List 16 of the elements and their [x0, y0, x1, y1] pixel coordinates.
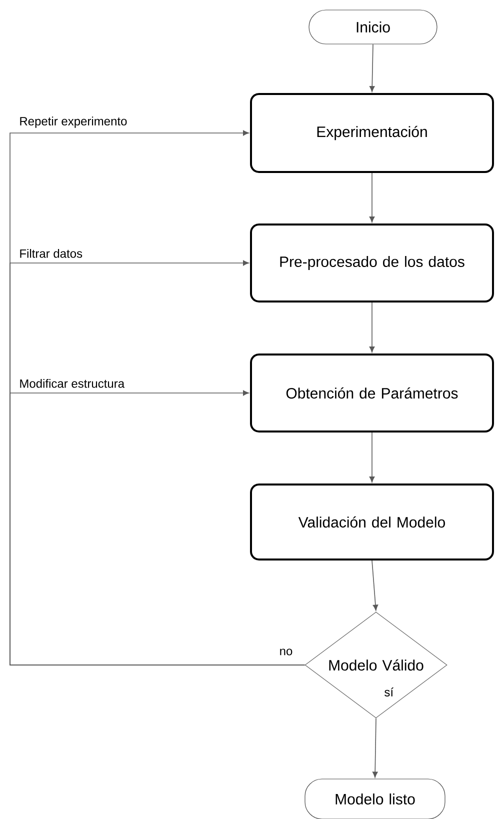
arrow	[372, 560, 378, 611]
arrow	[372, 718, 378, 778]
edge-label: Repetir experimento	[20, 116, 127, 128]
process-box: Pre-procesado de los datos	[250, 224, 494, 302]
arrow	[369, 432, 375, 482]
arrow	[369, 302, 375, 352]
arrow	[369, 172, 375, 222]
process-box: Experimentación	[250, 93, 494, 173]
edge-label: Filtrar datos	[20, 249, 82, 258]
arrow	[10, 390, 306, 666]
edge-label: Modificar estructura	[20, 379, 125, 388]
process-box: Obtención de Parámetros	[250, 354, 494, 432]
arrow	[369, 44, 375, 92]
process-box: Validación del Modelo	[250, 484, 494, 560]
branch-label: no	[280, 648, 292, 656]
edge-label: sí	[384, 688, 394, 696]
